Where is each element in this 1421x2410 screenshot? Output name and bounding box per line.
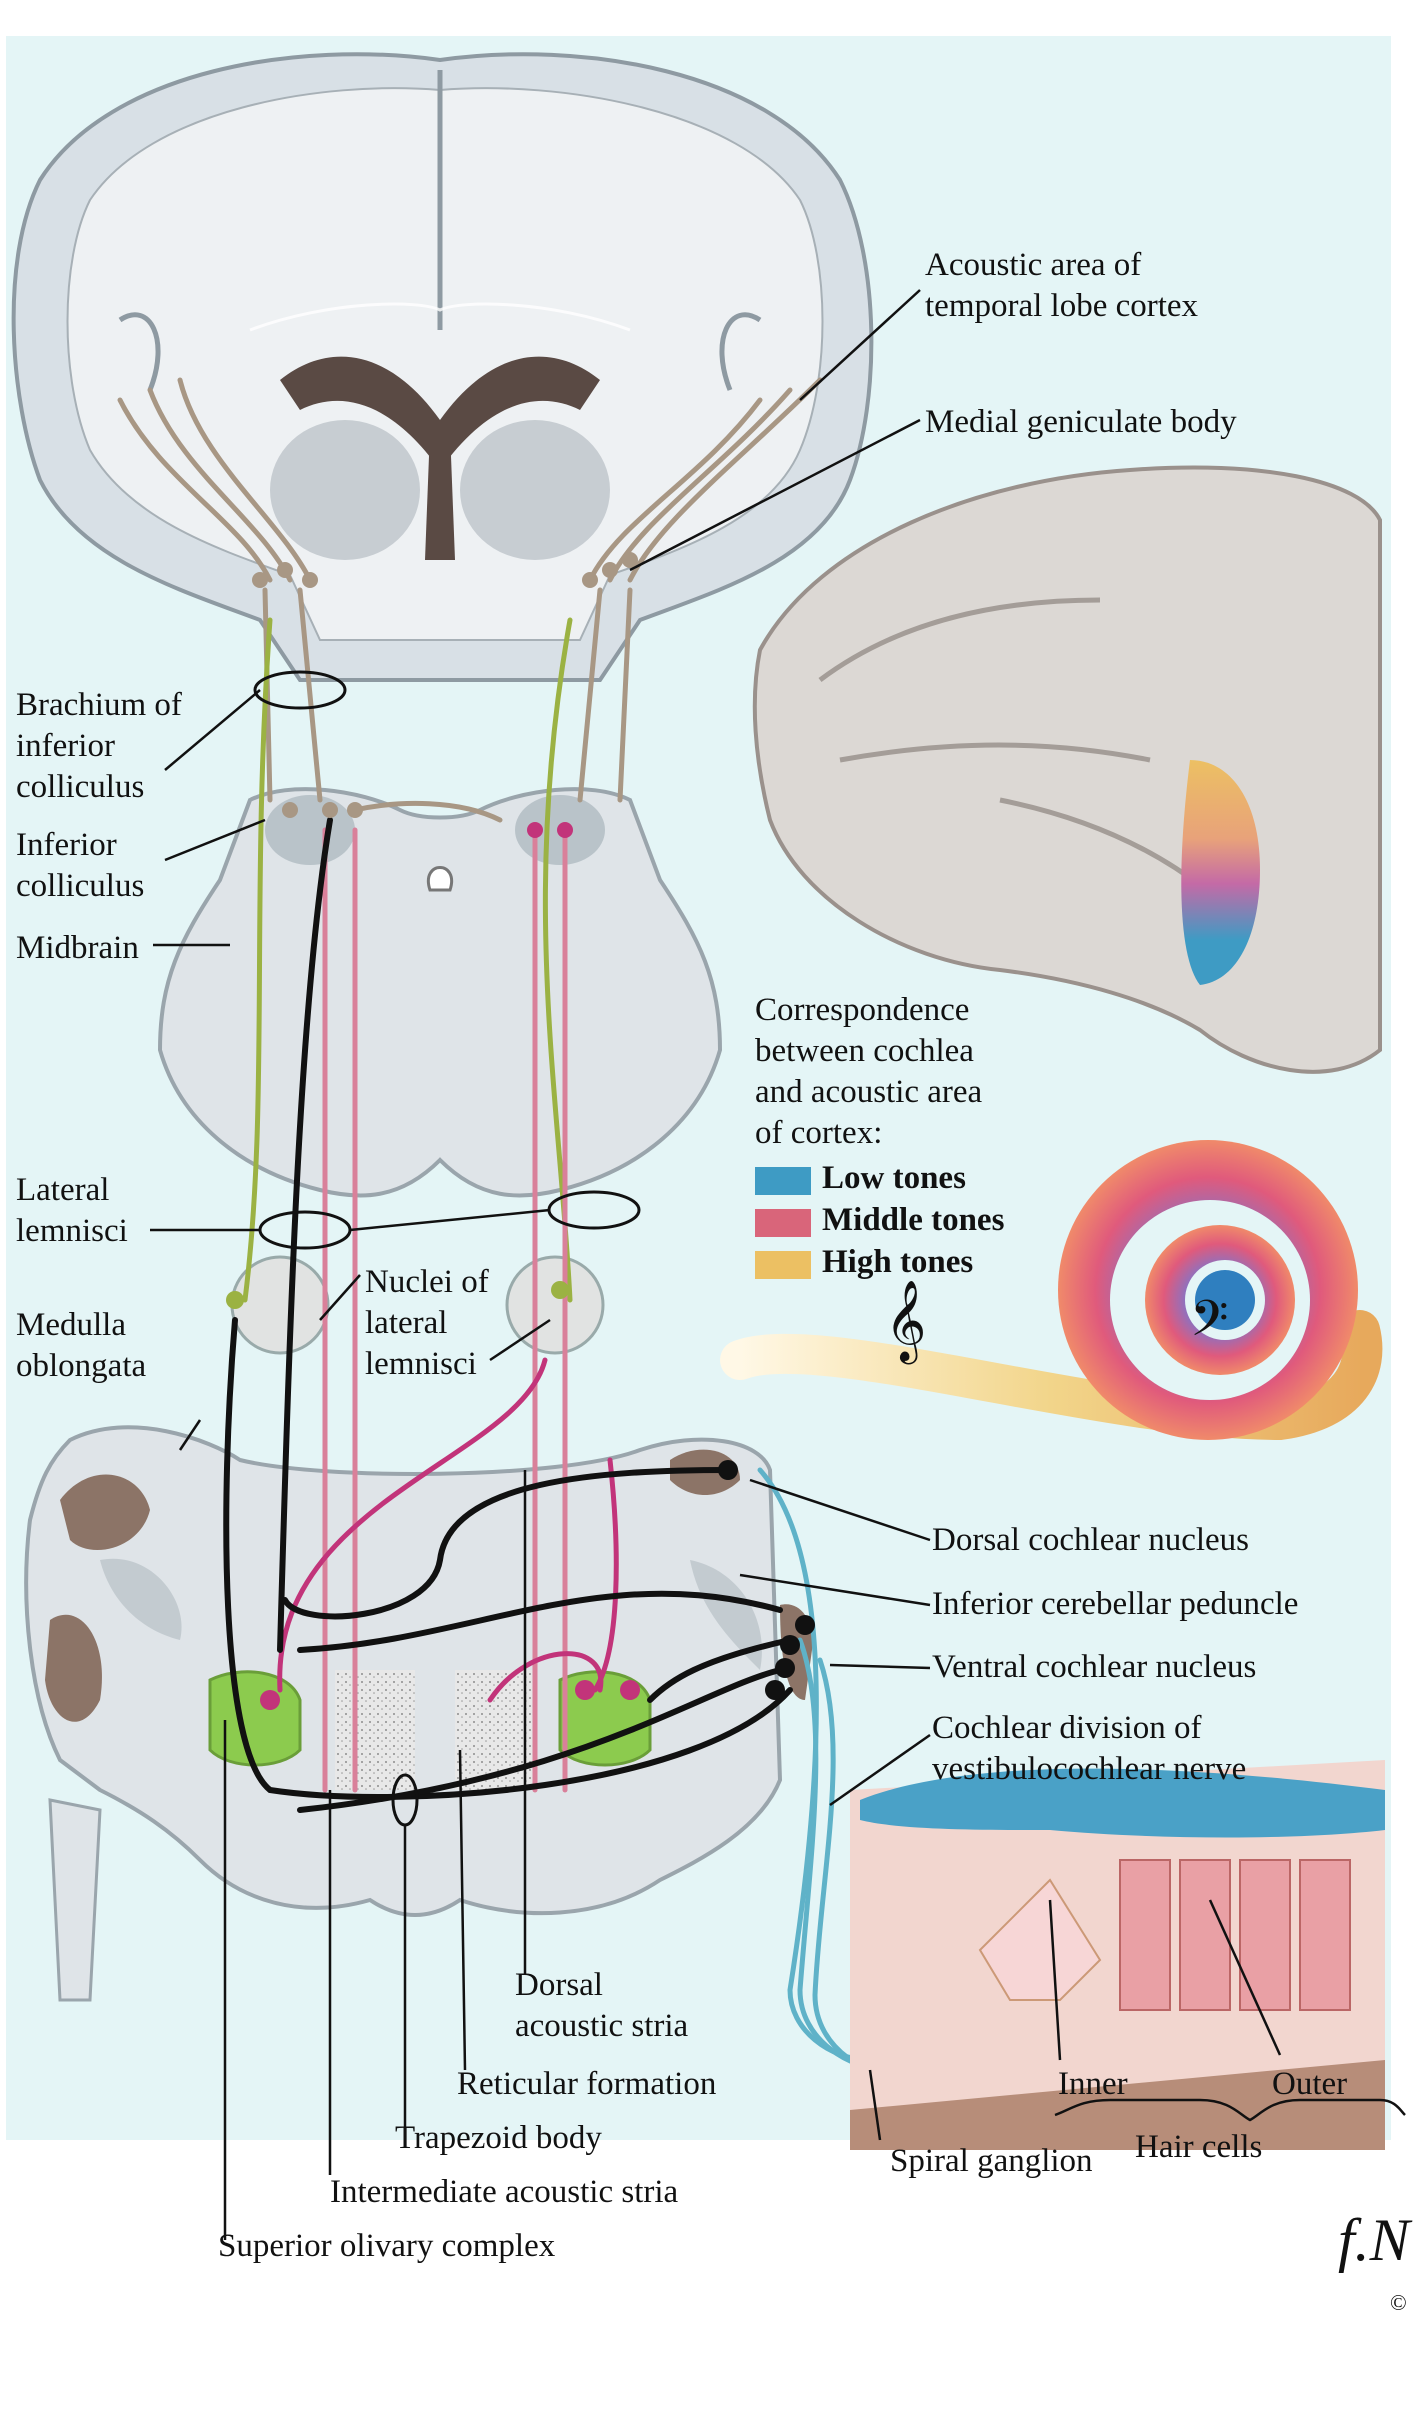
label-hair-cells: Hair cells — [1135, 2129, 1263, 2165]
label-medulla-oblongata: Medulla oblongata — [16, 1305, 146, 1387]
label-inferior-colliculus-line1: Inferior — [16, 827, 117, 863]
label-acoustic-area: Acoustic area of temporal lobe cortex — [925, 245, 1198, 327]
legend-title-line3: and acoustic area — [755, 1074, 983, 1110]
legend-title: Correspondence between cochlea and acous… — [755, 990, 982, 1154]
label-nuclei-of-lateral-lemnisci: Nuclei of lateral lemnisci — [365, 1262, 489, 1385]
label-medial-geniculate-body: Medial geniculate body — [925, 404, 1237, 440]
label-trapezoid-body: Trapezoid body — [395, 2120, 602, 2156]
label-nuclei-line3: lemnisci — [365, 1346, 477, 1382]
label-dorsal-cochlear-nucleus: Dorsal cochlear nucleus — [932, 1522, 1250, 1558]
label-brachium-line1: Brachium of — [16, 687, 182, 723]
medulla-section — [24, 1425, 813, 2002]
label-brachium-of-inferior-colliculus: Brachium of inferior colliculus — [16, 685, 182, 808]
pathway-nodes — [226, 552, 815, 1710]
label-medulla-line1: Medulla — [16, 1307, 126, 1343]
cochlea-illustration — [720, 1140, 1383, 1441]
legend-swatch-low-tones — [755, 1167, 811, 1195]
label-ventral-cochlear-nucleus: Ventral cochlear nucleus — [932, 1649, 1257, 1685]
auditory-pathways — [117, 377, 913, 2079]
label-lateral-lemnisci-line2: lemnisci — [16, 1213, 128, 1249]
label-cochlear-division-line2: vestibulocochlear nerve — [932, 1751, 1247, 1787]
label-acoustic-area-line2: temporal lobe cortex — [925, 288, 1199, 324]
bass-clef-icon: 𝄢 — [1190, 1290, 1229, 1360]
artist-signature: f.N — [1338, 2207, 1413, 2273]
copyright-mark: © — [1390, 2290, 1407, 2315]
legend-swatch-high-tones — [755, 1251, 811, 1279]
treble-clef-icon: 𝄞 — [885, 1279, 927, 1361]
label-lateral-lemnisci: Lateral lemnisci — [16, 1170, 128, 1252]
label-cochlear-division: Cochlear division of vestibulocochlear n… — [932, 1708, 1246, 1790]
label-medulla-line2: oblongata — [16, 1348, 147, 1384]
label-reticular-formation: Reticular formation — [457, 2066, 717, 2102]
lateral-brain-view — [752, 465, 1382, 1074]
legend-label-high-tones: High tones — [822, 1244, 974, 1280]
label-inferior-colliculus: Inferior colliculus — [16, 825, 144, 907]
label-superior-olivary-complex: Superior olivary complex — [218, 2228, 556, 2264]
label-cochlear-division-line1: Cochlear division of — [932, 1710, 1202, 1746]
leader-lines — [150, 289, 1406, 2240]
legend-label-low-tones: Low tones — [822, 1160, 966, 1196]
legend-swatch-middle-tones — [755, 1209, 811, 1237]
legend-title-line4: of cortex: — [755, 1115, 883, 1151]
label-midbrain: Midbrain — [16, 930, 139, 966]
legend-label-middle-tones: Middle tones — [822, 1202, 1005, 1238]
label-nuclei-line1: Nuclei of — [365, 1264, 489, 1300]
label-acoustic-area-line1: Acoustic area of — [925, 247, 1142, 283]
midbrain-section — [157, 787, 723, 1198]
label-dorsal-acoustic-stria: Dorsal acoustic stria — [515, 1965, 688, 2047]
label-inner-hair-cells: Inner — [1058, 2066, 1128, 2102]
label-inferior-colliculus-line2: colliculus — [16, 868, 145, 904]
label-intermediate-acoustic-stria: Intermediate acoustic stria — [330, 2174, 679, 2210]
label-spiral-ganglion: Spiral ganglion — [890, 2143, 1093, 2179]
label-brachium-line3: colliculus — [16, 769, 145, 805]
legend-title-line1: Correspondence — [755, 992, 970, 1028]
organ-of-corti-inset — [850, 1760, 1385, 2150]
nuclei-of-lateral-lemnisci-right — [505, 1255, 605, 1355]
coronal-brain-section — [11, 52, 874, 682]
label-nuclei-line2: lateral — [365, 1305, 448, 1341]
label-dorsal-acoustic-stria-line1: Dorsal — [515, 1967, 603, 2003]
label-lateral-lemnisci-line1: Lateral — [16, 1172, 110, 1208]
label-brachium-line2: inferior — [16, 728, 115, 764]
legend-title-line2: between cochlea — [755, 1033, 974, 1069]
label-dorsal-acoustic-stria-line2: acoustic stria — [515, 2008, 689, 2044]
label-inferior-cerebellar-peduncle: Inferior cerebellar peduncle — [932, 1586, 1299, 1622]
label-outer-hair-cells: Outer — [1272, 2066, 1348, 2102]
